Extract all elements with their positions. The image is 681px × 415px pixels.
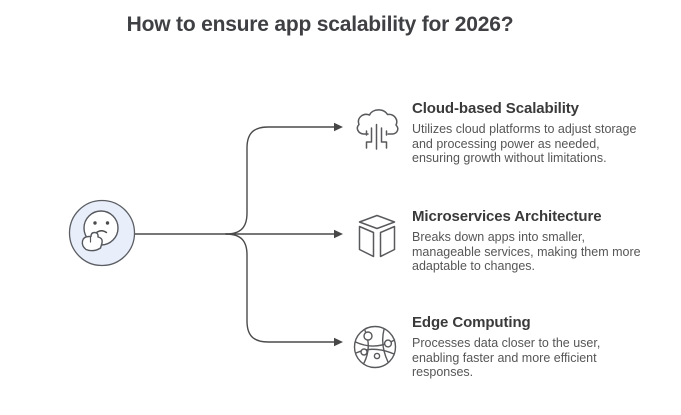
item-description: Breaks down apps into smaller, manageabl… [412,230,656,274]
desc-line: manageable services, making them more [412,244,641,259]
item-title: Cloud-based Scalability [412,100,579,117]
branch-item-edge-computing: Edge Computing Processes data closer to … [412,314,656,380]
desc-line: ensuring growth without limitations. [412,151,607,165]
desc-line: Processes data closer to the user, [412,336,601,350]
cloud-computing-icon [356,109,399,150]
item-description: Processes data closer to the user, enabl… [412,336,656,380]
desc-line: enabling faster and more efficient [412,350,597,365]
desc-line: Breaks down apps into smaller, [412,230,586,244]
desc-line: Utilizes cloud platforms to adjust stora… [412,122,637,136]
branch-item-microservices: Microservices Architecture Breaks down a… [412,208,656,274]
page-title: How to ensure app scalability for 2026? [126,13,514,36]
desc-line: responses. [412,365,474,379]
desc-line: and processing power as needed, [412,136,600,151]
item-description: Utilizes cloud platforms to adjust stora… [412,122,656,166]
thinking-face-icon [68,199,136,267]
item-title: Microservices Architecture [412,208,602,225]
desc-line: adaptable to changes. [412,259,536,273]
microservices-cube-icon [358,214,396,258]
item-title: Edge Computing [412,314,531,331]
branch-item-cloud-scalability: Cloud-based Scalability Utilizes cloud p… [412,100,656,166]
edge-computing-globe-icon [353,325,397,369]
